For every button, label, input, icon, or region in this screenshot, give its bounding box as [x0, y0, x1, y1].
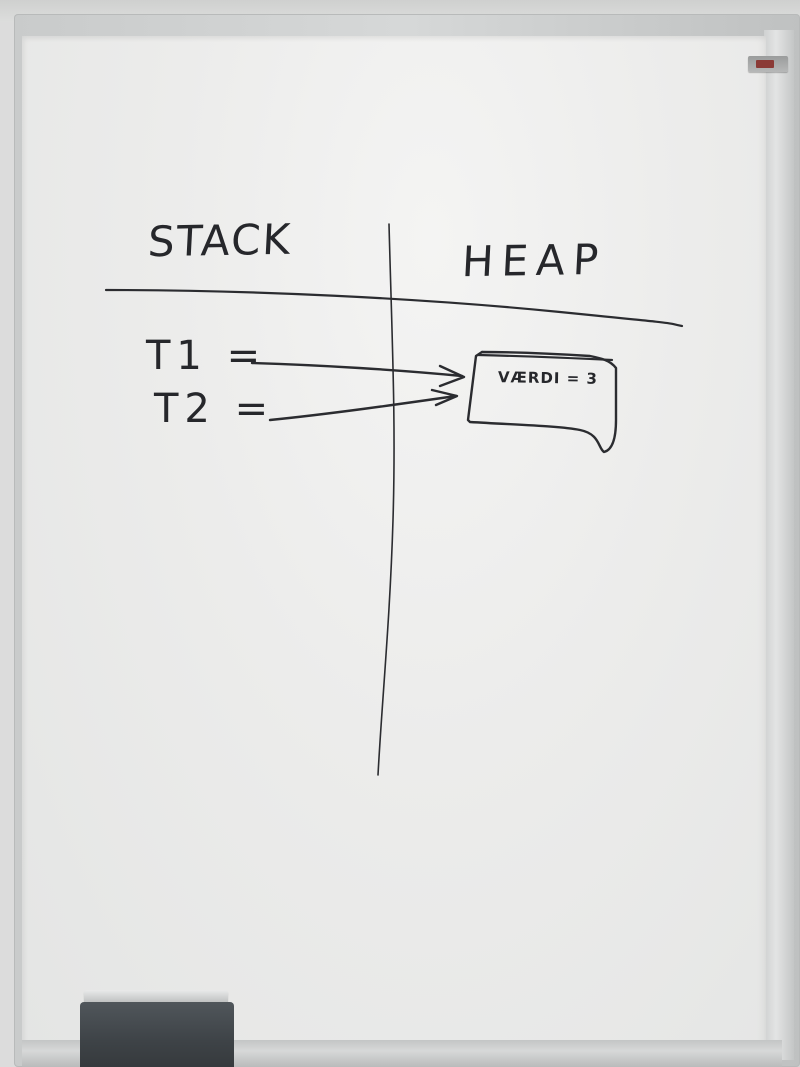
whiteboard-eraser [80, 990, 234, 1067]
heap-object-box-top [476, 353, 614, 362]
whiteboard-surface [22, 36, 766, 1048]
board-corner-label [748, 56, 788, 72]
t1-variable-label: T1 = [146, 333, 267, 379]
horizontal-divider-line [104, 288, 684, 328]
eraser-felt-block [80, 1002, 234, 1067]
whiteboard-right-edge [764, 30, 794, 1060]
arrow-t2-line [268, 394, 458, 422]
eraser-handle [84, 990, 228, 1004]
stack-heading: STACK [146, 214, 294, 267]
heap-object-value: VÆRDI = 3 [497, 368, 599, 388]
arrow-t2-head [430, 388, 459, 407]
t2-variable-label: T2 = [154, 386, 275, 432]
arrow-t1-head [438, 364, 466, 388]
arrow-t1-line [250, 361, 464, 378]
heap-object-box [466, 350, 618, 454]
vertical-divider-line [377, 223, 395, 776]
heap-heading: HEAP [460, 234, 608, 287]
